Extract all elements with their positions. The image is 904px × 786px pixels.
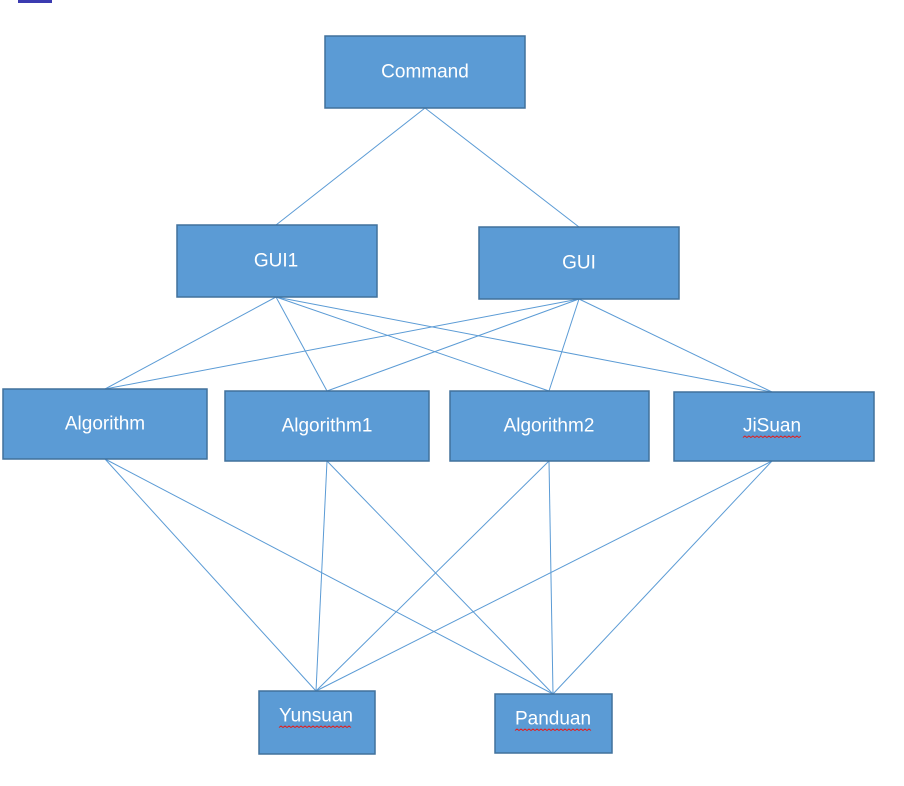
node-box-gui [478, 226, 680, 300]
edge-gui-to-algorithm1 [326, 298, 580, 392]
node-box-algorithm2 [449, 390, 650, 462]
node-box-algorithm [2, 388, 208, 460]
edge-algorithm2-to-yunsuan [315, 460, 550, 692]
node-label-yunsuan: Yunsuan [279, 706, 353, 727]
node-algorithm: Algorithm [2, 388, 208, 460]
node-gui: GUI [478, 226, 680, 300]
node-label-gui: GUI [562, 253, 596, 274]
node-label-algorithm2: Algorithm2 [504, 416, 595, 437]
node-box-algorithm1 [224, 390, 430, 462]
edge-gui1-to-jisuan [275, 296, 773, 393]
spellcheck-underline-jisuan [742, 435, 802, 439]
node-algorithm1: Algorithm1 [224, 390, 430, 462]
node-jisuan: JiSuan [673, 391, 875, 462]
edge-gui1-to-algorithm2 [275, 296, 550, 392]
node-label-command: Command [381, 62, 469, 83]
node-panduan: Panduan [494, 693, 613, 754]
node-algorithm2: Algorithm2 [449, 390, 650, 462]
node-label-jisuan: JiSuan [743, 416, 801, 437]
node-label-gui1: GUI1 [254, 251, 298, 272]
node-label-algorithm1: Algorithm1 [282, 416, 373, 437]
node-command: Command [324, 35, 526, 109]
edge-command-to-gui1 [275, 107, 426, 226]
node-label-algorithm: Algorithm [65, 414, 145, 435]
edge-algorithm-to-panduan [104, 458, 554, 695]
node-box-yunsuan [258, 690, 376, 755]
node-yunsuan: Yunsuan [258, 690, 376, 755]
node-box-panduan [494, 693, 613, 754]
node-box-command [324, 35, 526, 109]
edge-algorithm-to-yunsuan [104, 458, 317, 692]
edge-gui-to-jisuan [578, 298, 773, 393]
edge-algorithm2-to-panduan [548, 460, 554, 695]
edge-gui-to-algorithm [104, 298, 580, 390]
edge-gui-to-algorithm2 [548, 298, 580, 392]
node-box-jisuan [673, 391, 875, 462]
spellcheck-underline-yunsuan [278, 725, 352, 729]
edge-gui1-to-algorithm [104, 296, 277, 390]
edge-jisuan-to-yunsuan [315, 460, 773, 692]
edge-layer [104, 107, 773, 695]
edge-algorithm1-to-panduan [326, 460, 554, 695]
edge-algorithm1-to-yunsuan [315, 460, 328, 692]
node-box-gui1 [176, 224, 378, 298]
node-label-panduan: Panduan [515, 709, 591, 730]
edge-jisuan-to-panduan [552, 460, 773, 695]
edge-command-to-gui [424, 107, 580, 228]
node-gui1: GUI1 [176, 224, 378, 298]
edge-gui1-to-algorithm1 [275, 296, 328, 392]
spellcheck-underline-panduan [514, 728, 592, 732]
selection-mark [18, 0, 52, 3]
